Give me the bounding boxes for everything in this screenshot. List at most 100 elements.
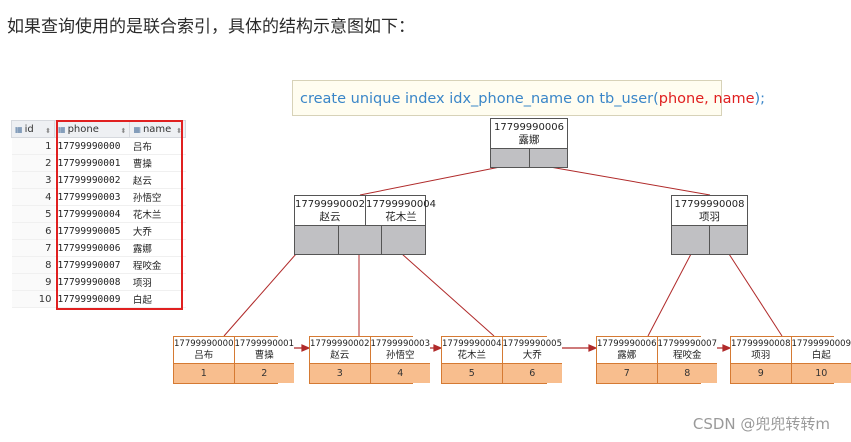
cell-phone[interactable]: 17799990006: [54, 239, 130, 257]
leaf-row-id: 4: [370, 364, 430, 383]
cell-name[interactable]: 程咬金: [129, 256, 186, 274]
cell-phone[interactable]: 17799990007: [54, 256, 130, 274]
internal-pointer-row: [672, 226, 747, 254]
internal-key: 17799990004 花木兰: [366, 196, 436, 225]
watermark: CSDN @兜兜转转m: [692, 415, 830, 433]
child-pointer: [295, 226, 339, 254]
internal-key-row: 17799990008 项羽: [672, 196, 747, 226]
cell-phone[interactable]: 17799990000: [54, 137, 130, 155]
key-name: 大乔: [522, 350, 542, 361]
column-header-label: id: [24, 123, 34, 135]
key-phone: 17799990004: [442, 339, 502, 349]
cell-name[interactable]: 吕布: [129, 137, 186, 155]
sort-arrows-icon[interactable]: ⬍: [176, 126, 182, 135]
key-name: 孙悟空: [385, 350, 415, 361]
key-phone: 17799990000: [174, 339, 234, 349]
table-column-icon: ▦: [15, 124, 23, 134]
column-header-phone[interactable]: ▦phone⬍: [53, 120, 131, 138]
leaf-row-id: 3: [310, 364, 370, 383]
root-node: 17799990006 露娜: [490, 118, 568, 168]
internal-node-right: 17799990008 项羽: [671, 195, 748, 255]
cell-phone[interactable]: 17799990001: [54, 154, 130, 172]
cell-name[interactable]: 赵云: [129, 171, 186, 189]
cell-phone[interactable]: 17799990003: [54, 188, 130, 206]
root-pointer-row: [491, 149, 567, 167]
page-title: 如果查询使用的是联合索引，具体的结构示意图如下：: [7, 17, 415, 37]
cell-name[interactable]: 曹操: [129, 154, 186, 172]
cell-id[interactable]: 1: [11, 137, 55, 155]
cell-name[interactable]: 露娜: [129, 239, 186, 257]
cell-id[interactable]: 7: [11, 239, 55, 257]
column-header-id[interactable]: ▦id ⬍: [11, 120, 55, 138]
cell-phone[interactable]: 17799990004: [54, 205, 130, 223]
cell-id[interactable]: 4: [11, 188, 55, 206]
table-header-row: ▦id⬍ ▦phone⬍ ▦name⬍: [11, 120, 186, 138]
cell-name[interactable]: 孙悟空: [129, 188, 186, 206]
internal-key-row: 17799990002 赵云 17799990004 花木兰: [295, 196, 436, 226]
key-phone: 17799990002: [295, 198, 365, 210]
child-pointer: [529, 149, 567, 167]
cell-name[interactable]: 项羽: [129, 273, 186, 291]
key-name: 花木兰: [457, 350, 486, 361]
internal-key: 17799990008 项羽: [672, 196, 747, 225]
cell-id[interactable]: 5: [11, 205, 55, 223]
cell-phone[interactable]: 17799990005: [54, 222, 130, 240]
cell-id[interactable]: 2: [11, 154, 55, 172]
cell-phone[interactable]: 17799990008: [54, 273, 130, 291]
cell-name[interactable]: 花木兰: [129, 205, 186, 223]
root-key-row: 17799990006 露娜: [491, 119, 567, 149]
arrowhead: [301, 344, 311, 352]
key-name: 露娜: [518, 133, 540, 146]
key-phone: 17799990008: [731, 339, 791, 349]
cell-name[interactable]: 白起: [129, 290, 186, 308]
cell-id[interactable]: 8: [11, 256, 55, 274]
key-name: 项羽: [751, 350, 771, 361]
key-phone: 17799990004: [366, 198, 436, 210]
cell-name[interactable]: 大乔: [129, 222, 186, 240]
sql-suffix: );: [754, 91, 766, 107]
cell-phone[interactable]: 17799990002: [54, 171, 130, 189]
key-phone: 17799990008: [674, 198, 745, 210]
column-header-name[interactable]: ▦name ⬍: [129, 120, 186, 138]
edge-internal-leaf-3: [401, 253, 495, 337]
cell-id[interactable]: 6: [11, 222, 55, 240]
cell-phone[interactable]: 17799990009: [54, 290, 130, 308]
sort-arrows-icon[interactable]: ⬍: [120, 126, 127, 135]
column-header-label: name: [142, 123, 172, 135]
cell-id[interactable]: 3: [11, 171, 55, 189]
column-header-label: phone: [67, 123, 99, 135]
leaf-row-id: 8: [657, 364, 717, 383]
cell-id[interactable]: 9: [11, 273, 55, 291]
key-phone: 17799990009: [791, 339, 851, 349]
table-column-icon: ▦: [133, 124, 141, 134]
sort-arrows-icon[interactable]: ⬍: [45, 126, 51, 135]
cell-id[interactable]: 10: [11, 290, 55, 308]
sql-prefix: create unique index idx_phone_name on tb…: [300, 91, 659, 107]
internal-key: 17799990002 赵云: [295, 196, 366, 225]
